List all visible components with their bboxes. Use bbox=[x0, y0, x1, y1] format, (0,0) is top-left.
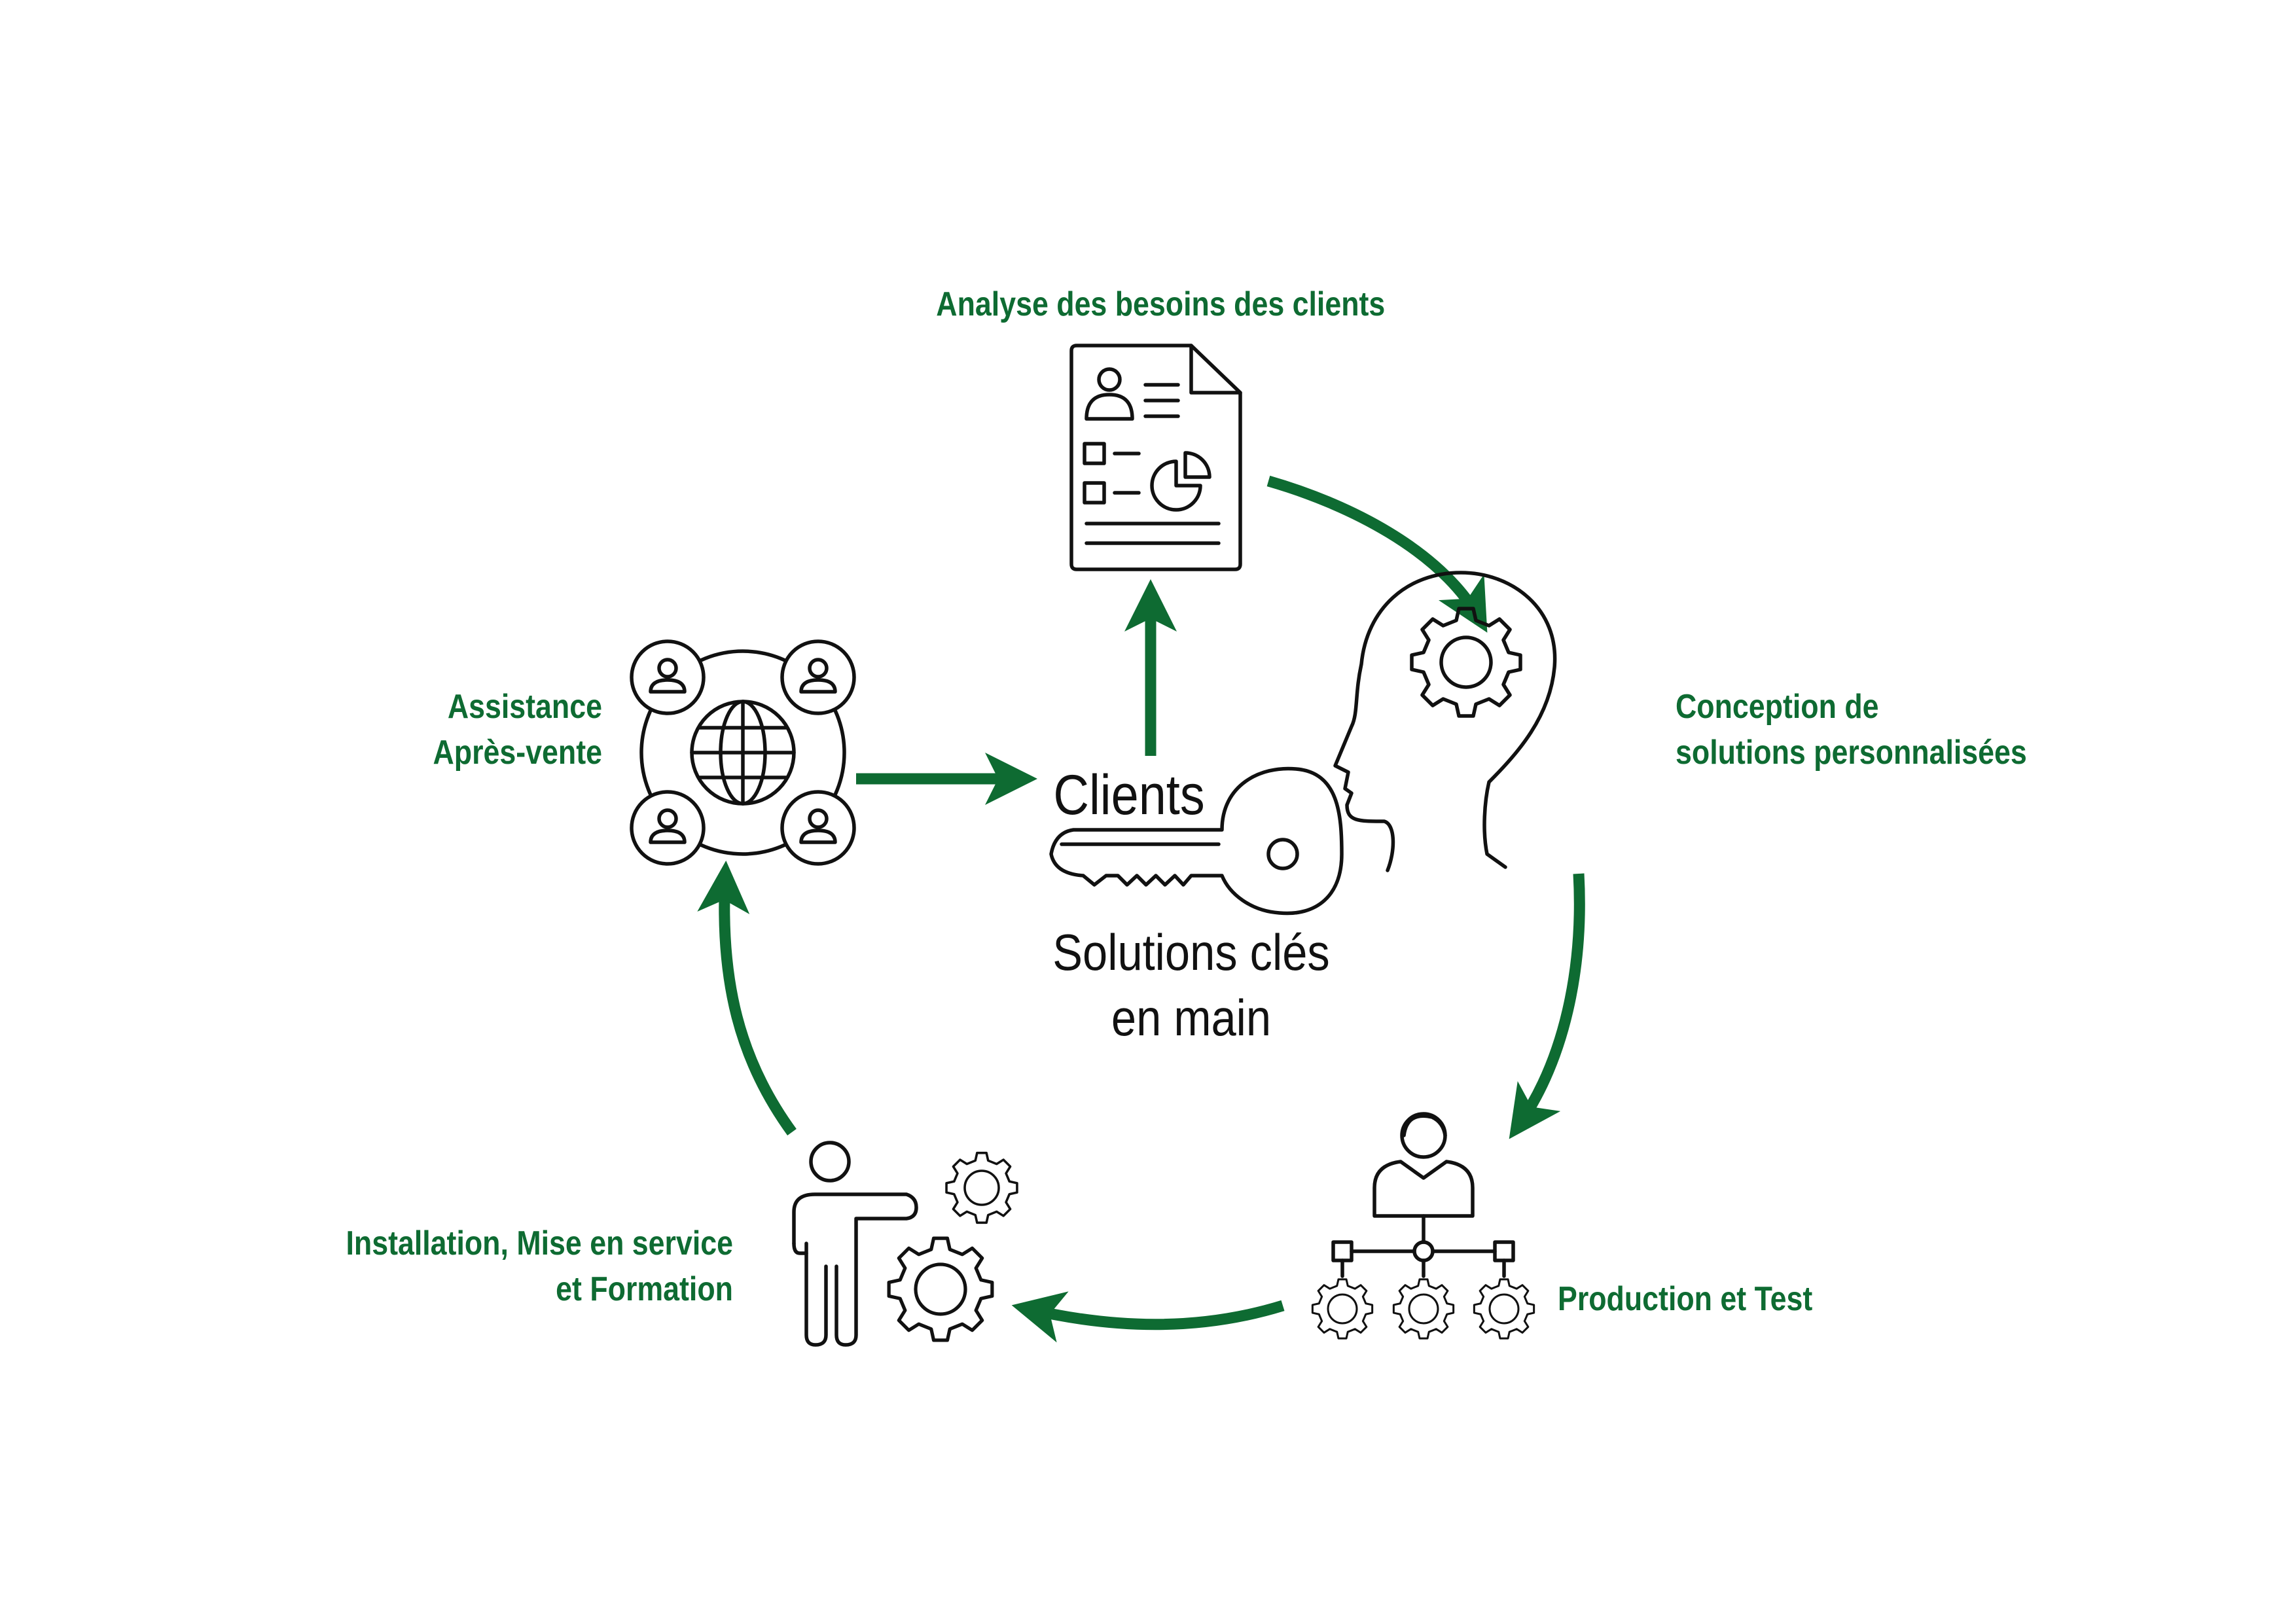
arrow-production-to-installation bbox=[1011, 1291, 1285, 1343]
step-label-conception: Conception de solutions personnalisées bbox=[1676, 688, 2027, 772]
arrow-analyse-to-conception bbox=[1266, 475, 1488, 633]
document-report-icon bbox=[1069, 344, 1242, 571]
step-label-analyse: Analyse des besoins des clients bbox=[936, 285, 1386, 323]
step-label-production: Production et Test bbox=[1558, 1280, 1813, 1318]
person-network-gears-icon bbox=[1311, 1112, 1535, 1340]
step-label-installation: Installation, Mise en service et Formati… bbox=[346, 1224, 733, 1308]
center-title: Clients bbox=[1053, 764, 1205, 827]
center-subtitle-line2: en main bbox=[1111, 989, 1272, 1046]
person-presenting-gears-icon bbox=[792, 1141, 1018, 1347]
arrow-installation-to-assistance bbox=[697, 861, 797, 1135]
step-label-assistance: Assistance Après-vente bbox=[433, 688, 602, 772]
key-icon bbox=[1049, 766, 1344, 916]
global-network-users-icon bbox=[630, 639, 856, 866]
arrow-conception-to-production bbox=[1509, 873, 1585, 1139]
flow-arrows bbox=[697, 475, 1585, 1343]
center-subtitle-line1: Solutions clés bbox=[1052, 923, 1330, 981]
head-gear-icon bbox=[1333, 571, 1557, 872]
